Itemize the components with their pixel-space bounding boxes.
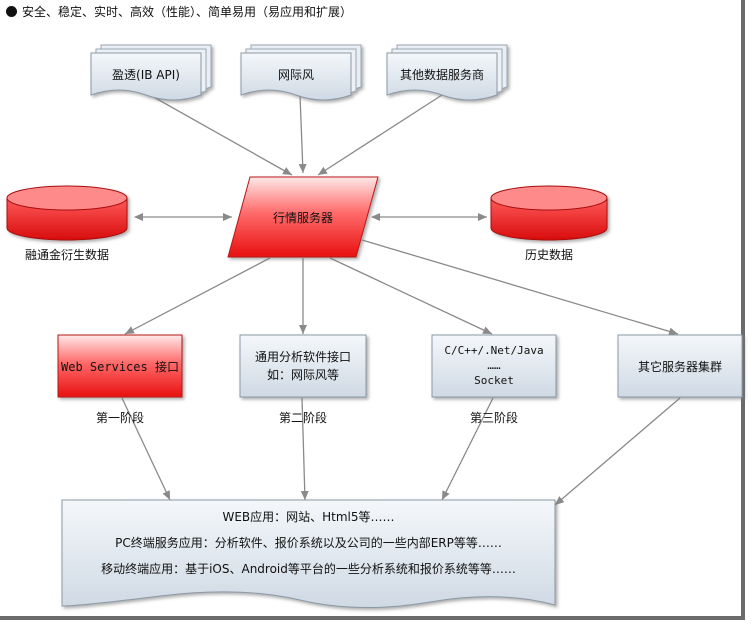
source-wjf-label: 网际风 [277, 67, 314, 82]
other-cluster-shape [617, 334, 743, 398]
source-other: 其他数据服务商 [387, 53, 497, 95]
bullet-icon [6, 6, 17, 17]
general-interface-line-2: 如：网际风等 [266, 368, 339, 382]
other-cluster: 其它服务器集群 [618, 335, 742, 397]
general-interface-line-1: 通用分析软件接口 [254, 350, 351, 364]
general-interface: 通用分析软件接口 如：网际风等 [240, 335, 366, 397]
languages-interface: C/C++/.Net/Java …… Socket [432, 335, 556, 397]
server-label: 行情服务器 [272, 210, 333, 225]
web-services-label: Web Services 接口 [61, 359, 179, 374]
app-web: WEB应用：网站、Html5等…… [222, 510, 395, 524]
app-mobile: 移动终端应用：基于iOS、Android等平台的一些分析系统和报价系统等等…… [101, 562, 516, 576]
languages-line-1: C/C++/.Net/Java [444, 344, 544, 357]
source-wjf-shape [240, 44, 362, 101]
languages-line-2: …… [487, 359, 501, 372]
general-interface-shape [239, 334, 367, 398]
source-other-label: 其他数据服务商 [399, 67, 484, 82]
languages-interface-shape [431, 334, 557, 398]
web-services-shape [57, 334, 183, 398]
source-ib: 盈透(IB API) [91, 53, 201, 95]
db-right-label: 历史数据 [524, 248, 573, 262]
phase-1-label: 第一阶段 [95, 411, 144, 425]
arrows-applications [121, 397, 681, 506]
source-ib-shape [90, 44, 212, 101]
source-other-shape [386, 44, 508, 101]
languages-line-3: Socket [474, 374, 514, 387]
phase-3-label: 第三阶段 [469, 411, 518, 425]
phase-2-label: 第二阶段 [278, 411, 327, 425]
db-left-label: 融通金衍生数据 [24, 248, 109, 262]
db-left-shape [6, 185, 128, 241]
arrows-sources [149, 94, 443, 176]
other-cluster-label: 其它服务器集群 [637, 359, 722, 374]
db-right-shape [490, 185, 608, 241]
web-services-interface: Web Services 接口 [58, 335, 182, 397]
header-text: 安全、稳定、实时、高效（性能）、简单易用（易应用和扩展） [22, 5, 353, 19]
app-pc: PC终端服务应用：分析软件、报价系统以及公司的一些内部ERP等等…… [115, 536, 502, 550]
header: 安全、稳定、实时、高效（性能）、简单易用（易应用和扩展） [6, 3, 352, 20]
source-wjf: 网际风 [241, 53, 351, 95]
arrows-interfaces [124, 239, 679, 336]
applications-shape [61, 499, 556, 608]
source-ib-label: 盈透(IB API) [112, 67, 180, 82]
market-server: 行情服务器 [240, 177, 366, 257]
source-shapes [90, 44, 508, 101]
server-shape [227, 176, 379, 258]
